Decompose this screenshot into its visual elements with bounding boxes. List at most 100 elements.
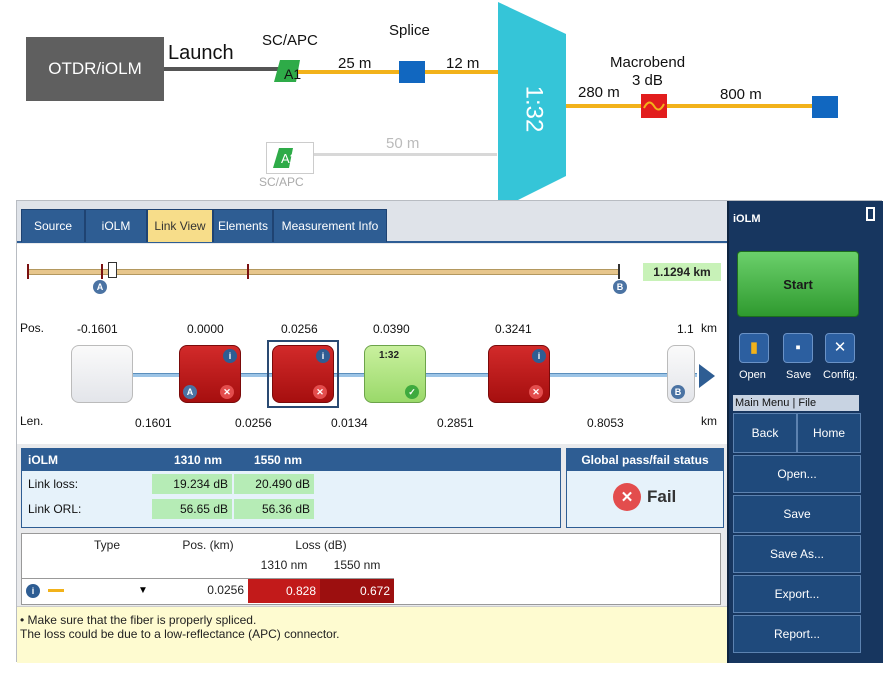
marker-a-icon: A [183,385,197,399]
seg-800m-label: 800 m [720,86,762,103]
info-icon[interactable]: i [26,584,40,598]
save-button[interactable]: Save [733,495,861,533]
a1-connector-icon [274,60,300,82]
table-header-pos: Pos. (km) [182,538,234,552]
len-value-4: 0.8053 [587,416,624,430]
pass-icon: ✓ [405,385,419,399]
link-loss-row: Link loss: 19.234 dB 20.490 dB [22,471,560,496]
table-row[interactable]: i ▼ 0.0256 0.828 0.672 [22,578,394,603]
pos-unit: km [701,321,717,335]
otdr-label: OTDR/iOLM [48,59,142,78]
open-icon-label: Open [739,369,766,381]
splitter-ratio-label: 1:32 [520,85,548,133]
iolm-summary-panel: iOLM 1310 nm 1550 nm Link loss: 19.234 d… [21,448,561,528]
pos-value-3: 0.0390 [373,322,410,336]
type-dropdown-chevron-icon[interactable]: ▼ [138,585,148,596]
seg-12m-label: 12 m [446,55,480,72]
pos-value-1: 0.0000 [187,322,224,336]
tab-elements[interactable]: Elements [213,209,273,242]
fail-icon: ✕ [529,385,543,399]
row-loss-1310: 0.828 [248,579,320,603]
fail-icon: ✕ [220,385,234,399]
link-orl-1550: 56.36 dB [234,499,314,519]
pos-label: Pos. [20,321,45,335]
overview-tick-a [101,264,103,279]
link-loss-1550: 20.490 dB [234,474,314,494]
seg-280m-label: 280 m [578,84,620,101]
element-table: Type Pos. (km) Loss (dB) 1310 nm 1550 nm… [21,533,721,605]
element-end-node[interactable]: B [667,345,695,403]
menu-path: Main Menu | File [733,395,859,411]
pos-value-0: -0.1601 [77,322,118,336]
splitter-node-label: 1:32 [379,350,400,361]
overview-tick-mid [247,264,249,279]
info-icon[interactable]: i [316,349,330,363]
config-icon-button[interactable]: ✕ [825,333,855,363]
len-value-1: 0.0256 [235,416,272,430]
element-splice-node[interactable]: i ✕ [272,345,334,403]
scapc-bottom-label: SC/APC [259,175,304,189]
export-button[interactable]: Export... [733,575,861,613]
tab-source[interactable]: Source [21,209,85,242]
start-button[interactable]: Start [737,251,859,317]
pos-value-2: 0.0256 [281,322,318,336]
scapc-top-label: SC/APC [262,32,318,49]
fail-label: Fail [647,487,677,506]
link-loss-1310: 19.234 dB [152,474,232,494]
save-as-button[interactable]: Save As... [733,535,861,573]
element-launch-node[interactable] [71,345,133,403]
hint-line-1: • Make sure that the fiber is properly s… [20,613,257,627]
info-icon[interactable]: i [223,349,237,363]
launch-label: Launch [168,42,234,64]
end-node [812,96,838,118]
otdr-box: OTDR/iOLM [26,37,164,101]
row-pos: 0.0256 [207,583,244,597]
fiber-segment-3 [305,153,497,156]
a2-label: A2 [281,151,297,166]
open-button[interactable]: Open... [733,455,861,493]
marker-b-icon: B [671,385,685,399]
element-splitter-node[interactable]: 1:32 ✓ [364,345,426,403]
launch-fiber [164,67,278,71]
diagnostic-hint: • Make sure that the fiber is properly s… [17,606,727,663]
splice-type-icon [48,589,64,592]
len-value-3: 0.2851 [437,416,474,430]
network-diagram: OTDR/iOLM Launch A1 SC/APC 25 m Splice 1… [0,0,886,210]
home-button[interactable]: Home [797,413,861,453]
link-view-pane: A B 1.1294 km Pos. -0.1601 0.0000 0.0256… [17,244,727,444]
link-orl-1310: 56.65 dB [152,499,232,519]
fiber-segment-2 [566,104,816,108]
element-connector-a-node[interactable]: i A ✕ [179,345,241,403]
a2-connector-icon [273,148,293,168]
row-loss-1550: 0.672 [320,579,394,603]
overview-cursor[interactable] [108,262,117,278]
pos-value-5: 1.1 [677,322,694,336]
back-button[interactable]: Back [733,413,797,453]
macrobend-node [641,94,667,118]
overview-tick-right [618,264,620,279]
table-header-type: Type [93,538,120,552]
info-icon[interactable]: i [532,349,546,363]
a2-connector-box: A2 [266,142,314,174]
element-selected-outline [267,340,339,408]
splitter-shape [498,2,566,210]
save-icon-button[interactable]: ▪ [783,333,813,363]
seg-25m-label: 25 m [338,55,372,72]
iolm-app-window: Source iOLM Link View Elements Measureme… [16,200,883,663]
fail-status: ✕ Fail [613,483,676,511]
report-button[interactable]: Report... [733,615,861,653]
element-macrobend-node[interactable]: i ✕ [488,345,550,403]
global-status-panel: Global pass/fail status ✕ Fail [566,448,724,528]
scroll-right-arrow-icon[interactable] [699,364,715,388]
open-icon-button[interactable]: ▮ [739,333,769,363]
save-icon-label: Save [786,369,812,381]
len-label: Len. [20,414,44,428]
len-value-0: 0.1601 [135,416,172,430]
splice-node [399,61,425,83]
table-header-1550: 1550 nm [333,558,381,572]
tab-iolm[interactable]: iOLM [85,209,147,242]
overview-tick-left [27,264,29,279]
tab-link-view[interactable]: Link View [147,209,213,242]
tab-measurement-info[interactable]: Measurement Info [273,209,387,242]
tab-bar: Source iOLM Link View Elements Measureme… [17,201,727,243]
